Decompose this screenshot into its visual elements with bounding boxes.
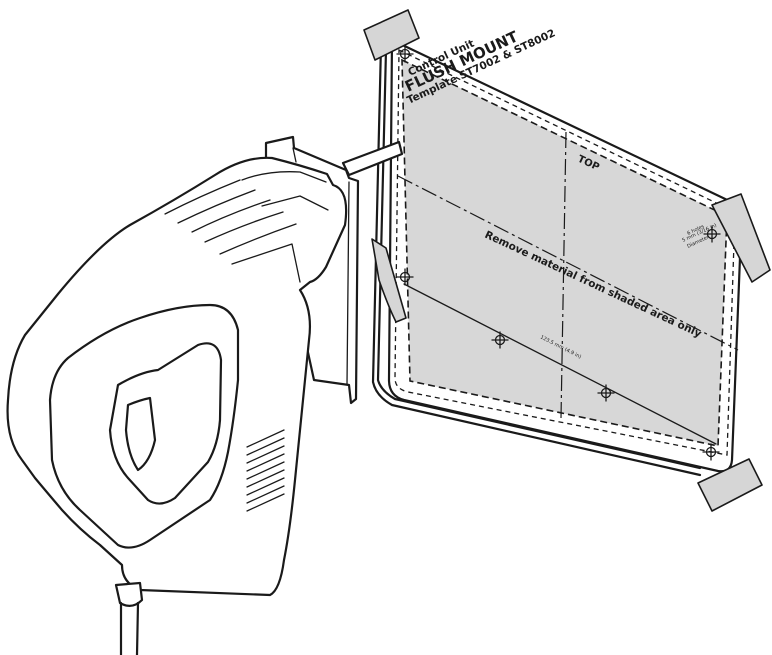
crosshair-icon [703,225,721,243]
tape-icon [711,193,771,283]
tape-icon [371,238,407,323]
panel-edge [371,43,702,477]
dimension-line [403,283,717,445]
crosshair-icon [396,45,414,63]
crosshair-icon [396,268,414,286]
tape-icon [697,458,763,512]
saw-grip-opening [108,342,223,505]
crosshair-icon [597,384,615,402]
jigsaw-icon [6,135,404,655]
horizontal-center-line [397,175,739,351]
saw-handle-panel [48,303,240,549]
crosshair-icon [702,443,720,461]
vent-slots [246,429,285,512]
panel-edge-inner [376,48,702,470]
saw-trigger [124,396,157,472]
outer-cut-line [394,48,736,456]
vertical-center-line [560,131,567,419]
template-sheet: Control Unit FLUSH MOUNT Template ST7002… [371,27,744,477]
tape-icon [363,9,420,61]
shaded-cut-area [401,58,728,447]
saw-body [6,156,348,597]
crosshair-icon [491,331,509,349]
